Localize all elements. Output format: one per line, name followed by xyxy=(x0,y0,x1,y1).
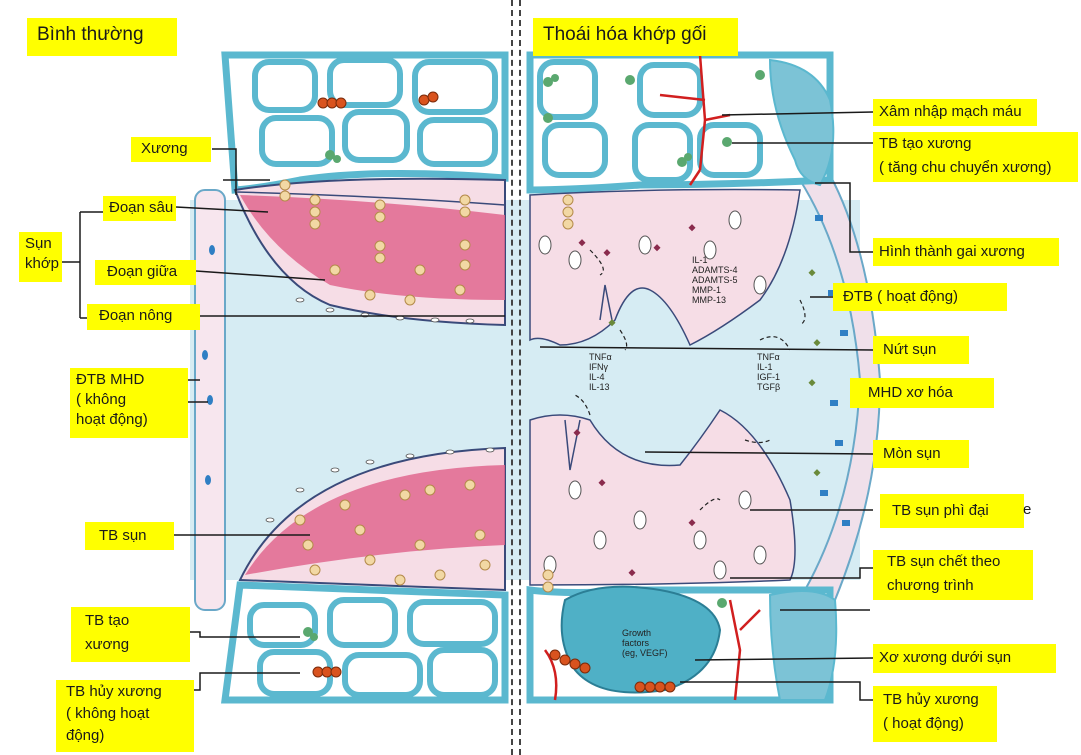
label-cartilage-fissure: Nứt sụn xyxy=(873,336,969,364)
osteophyte-bottom xyxy=(770,591,836,700)
label-osteoclast-active: TB hủy xương( hoạt động) xyxy=(873,686,997,742)
bone-trabeculae-top-left xyxy=(255,60,495,164)
label-hypertrophic-chondrocyte: TB sụn phì đại xyxy=(880,494,1024,528)
label-middle-zone: Đoạn giữa xyxy=(95,260,196,285)
bone-trabeculae-bottom-left xyxy=(250,600,495,695)
center-divider-left xyxy=(511,0,513,755)
stray-mark: e xyxy=(1023,500,1031,520)
label-macrophage-active: ĐTB ( hoạt động) xyxy=(833,283,1007,311)
label-chondrocyte: TB sụn xyxy=(85,522,174,550)
label-osteophyte-formation: Hình thành gai xương xyxy=(873,238,1059,266)
label-cartilage-erosion: Mòn sụn xyxy=(873,440,969,468)
normal-panel-title: Bình thường xyxy=(27,18,177,56)
label-subchondral-sclerosis: Xơ xương dưới sụn xyxy=(873,644,1056,673)
center-divider-right xyxy=(519,0,521,755)
oa-panel-title: Thoái hóa khớp gối xyxy=(533,18,738,56)
label-bone: Xương xyxy=(131,137,211,162)
label-synovial-fibrosis: MHD xơ hóa xyxy=(850,378,994,408)
label-deep-zone: Đoạn sâu xyxy=(103,196,176,221)
label-superficial-zone: Đoạn nông xyxy=(87,304,200,330)
label-vascular-invasion: Xâm nhập mạch máu xyxy=(873,99,1037,126)
label-osteoblast-turnover: TB tạo xương( tăng chu chuyển xương) xyxy=(873,132,1078,182)
